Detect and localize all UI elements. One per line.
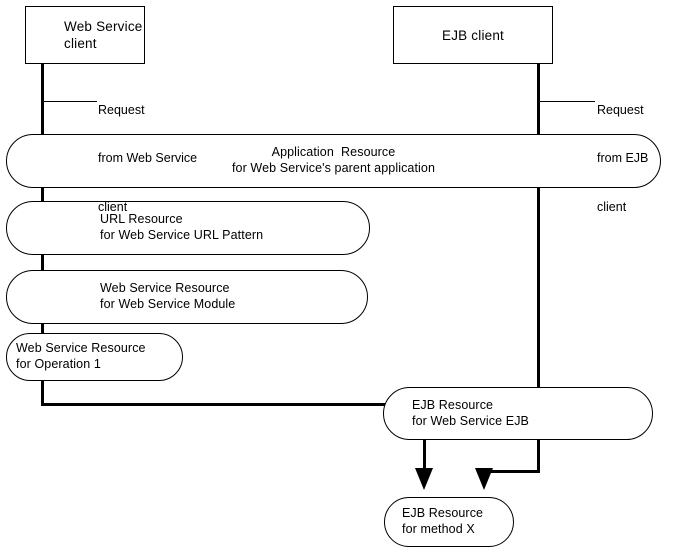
arrow-ejb-client-to-method-head — [475, 468, 493, 490]
connector-ejb-client-to-application — [537, 64, 540, 139]
annotation-ejb-line2: from EJB — [597, 151, 649, 166]
annotation-ws-line3: client — [98, 200, 128, 214]
web-service-client-box: Web Service client — [25, 6, 145, 64]
arrow-ejb-client-to-method-shaft-vertical — [537, 438, 540, 473]
connector-application-to-url-resource — [41, 186, 44, 204]
web-service-resource-operation-line1: Web Service Resource — [16, 341, 146, 356]
url-resource-box: URL Resource for Web Service URL Pattern — [6, 201, 370, 255]
web-service-resource-module-line1: Web Service Resource — [100, 281, 230, 296]
connector-url-to-web-service-resource — [41, 253, 44, 272]
annotation-ejb-line3: client — [597, 200, 627, 214]
connector-operation-to-ejb-resource — [41, 403, 386, 406]
arrow-ejb-resource-to-method-head — [415, 468, 433, 490]
ejb-resource-web-service-ejb-box: EJB Resource for Web Service EJB — [383, 387, 653, 440]
web-service-resource-operation-box: Web Service Resource for Operation 1 — [6, 333, 183, 381]
web-service-resource-module-line2: for Web Service Module — [100, 297, 236, 311]
connector-web-service-client-to-application — [41, 64, 44, 139]
annotation-ws-line1: Request — [98, 102, 145, 117]
annotation-request-from-ejb-client: Request from EJB client — [597, 69, 648, 248]
connector-application-to-ejb-resource — [537, 186, 540, 390]
ejb-resource-method-x-box: EJB Resource for method X — [384, 497, 514, 547]
arrow-ejb-client-to-method-shaft-horizontal — [483, 470, 540, 473]
web-service-resource-module-box: Web Service Resource for Web Service Mod… — [6, 270, 368, 324]
url-resource-line1: URL Resource — [100, 212, 183, 227]
ejb-resource-method-x-line1: EJB Resource — [402, 506, 484, 521]
ejb-client-label-line1: EJB client — [441, 27, 505, 43]
web-service-client-label-line1: Web Service — [64, 19, 143, 34]
ejb-resource-method-x-line2: for method X — [402, 522, 475, 536]
arrow-ejb-resource-to-method-shaft — [423, 438, 426, 470]
application-resource-line1: Application Resource — [271, 145, 396, 160]
ejb-resource-web-service-ejb-line1: EJB Resource — [412, 397, 494, 412]
application-resource-line2: for Web Service's parent application — [231, 161, 436, 175]
ejb-resource-web-service-ejb-line2: for Web Service EJB — [412, 413, 529, 428]
ejb-client-box: EJB client — [393, 6, 553, 64]
application-resource-box: Application Resource for Web Service's p… — [6, 134, 661, 188]
annotation-ejb-line1: Request — [597, 102, 644, 117]
leader-line-request-web-service — [44, 101, 97, 102]
annotation-ws-line2: from Web Service — [98, 151, 198, 166]
web-service-resource-operation-line2: for Operation 1 — [16, 357, 101, 371]
leader-line-request-ejb — [540, 101, 595, 102]
url-resource-line2: for Web Service URL Pattern — [100, 228, 264, 242]
annotation-request-from-web-service-client: Request from Web Service client — [98, 69, 197, 248]
connector-module-to-operation-resource — [41, 322, 44, 335]
connector-operation-down — [41, 379, 44, 406]
web-service-client-label-line2: client — [64, 36, 97, 51]
